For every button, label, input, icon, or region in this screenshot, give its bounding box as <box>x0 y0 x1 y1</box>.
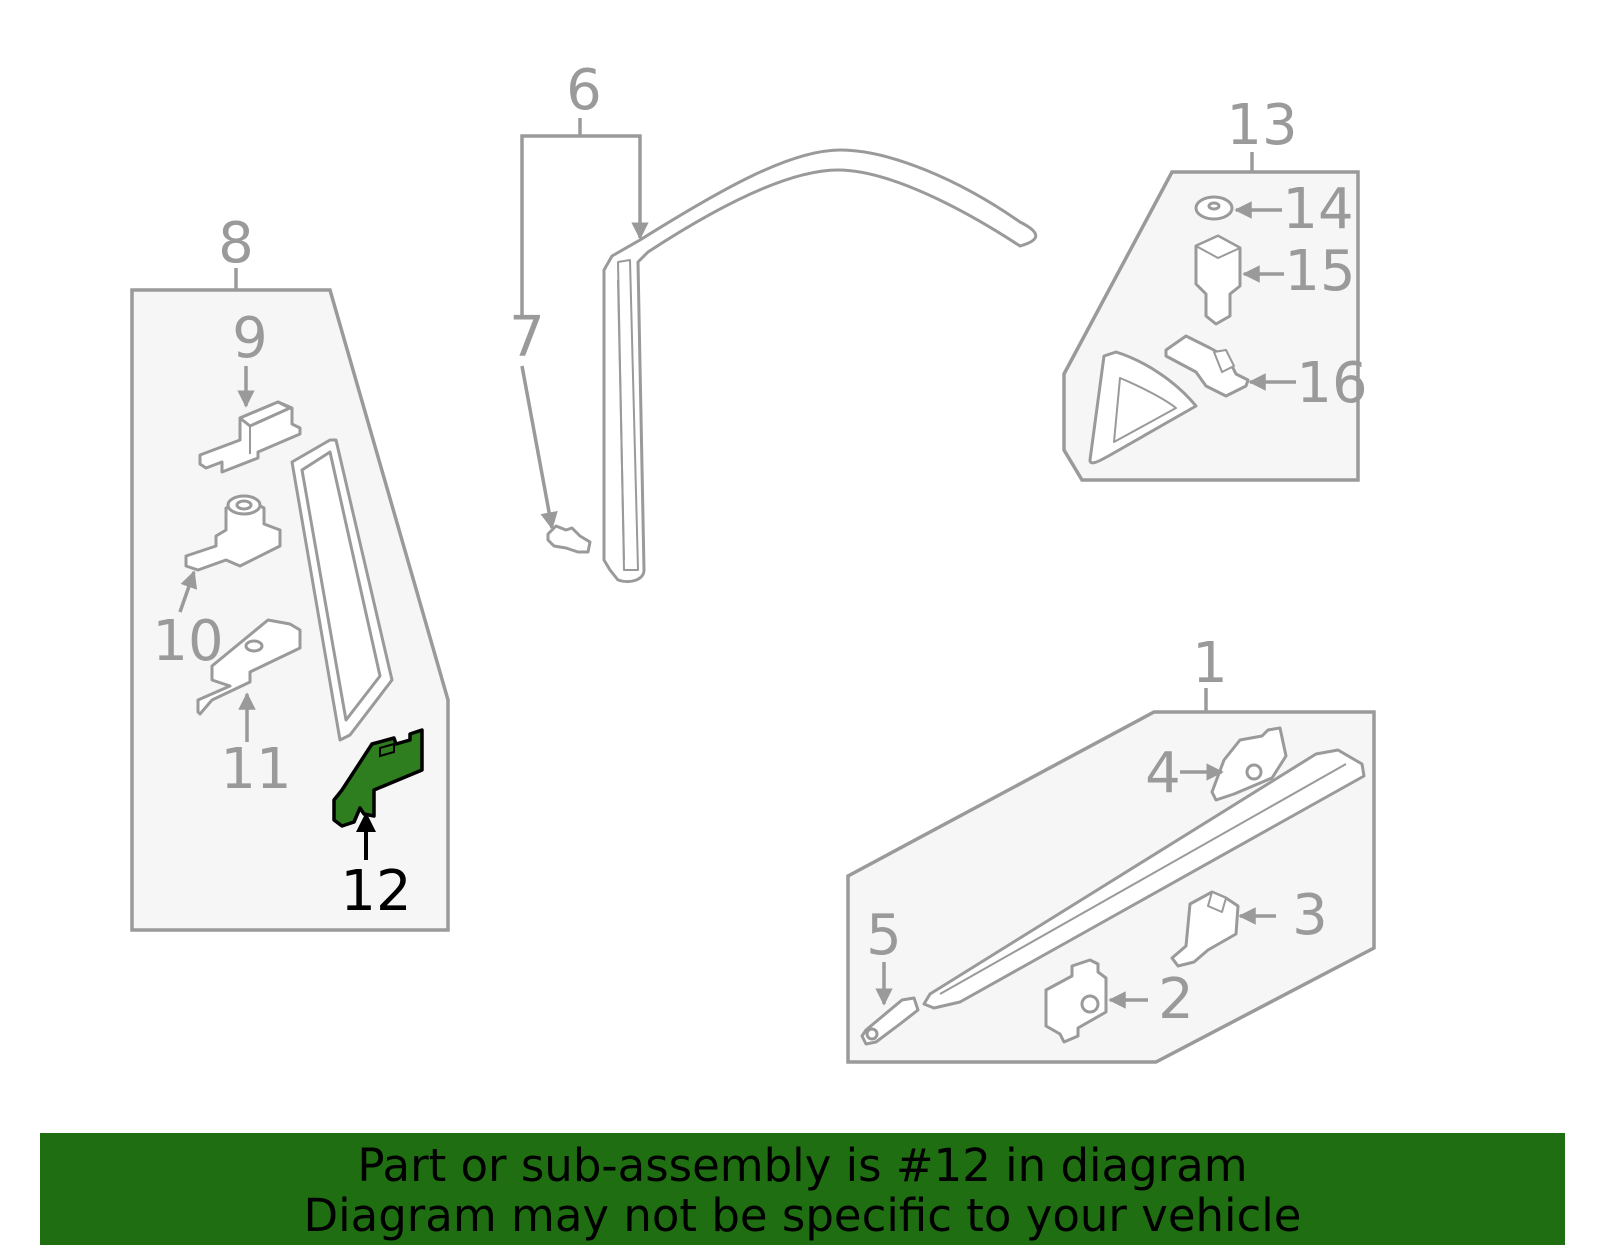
callout-5[interactable]: 5 <box>866 903 902 968</box>
part-1-molding[interactable] <box>922 748 1366 1010</box>
part-9-clip[interactable] <box>198 400 302 474</box>
callout-6[interactable]: 6 <box>566 58 602 123</box>
callout-8[interactable]: 8 <box>218 211 254 276</box>
part-5-endcap[interactable] <box>860 996 920 1046</box>
info-banner: Part or sub-assembly is #12 in diagram D… <box>40 1133 1565 1245</box>
callout-7[interactable]: 7 <box>509 305 545 370</box>
part-6-weatherstrip[interactable] <box>602 148 1038 584</box>
callout-10[interactable]: 10 <box>152 609 223 674</box>
part-7-clip[interactable] <box>546 524 592 554</box>
callout-4[interactable]: 4 <box>1145 741 1181 806</box>
callout-1[interactable]: 1 <box>1192 631 1228 696</box>
callout-14[interactable]: 14 <box>1282 177 1353 242</box>
part-14-washer[interactable] <box>1194 195 1234 221</box>
callout-9[interactable]: 9 <box>232 306 268 371</box>
group-13: 13 14 15 16 <box>1062 93 1368 482</box>
part-3-clip[interactable] <box>1170 890 1240 968</box>
pillar-trim-panel[interactable] <box>290 438 394 742</box>
group-1: 1 4 3 2 5 <box>846 631 1376 1064</box>
banner-line-1: Part or sub-assembly is #12 in diagram <box>357 1139 1248 1192</box>
banner-line-2: Diagram may not be specific to your vehi… <box>303 1189 1302 1242</box>
part-12-bracket[interactable] <box>332 728 424 828</box>
callout-13[interactable]: 13 <box>1226 93 1297 158</box>
part-4-clip[interactable] <box>1210 726 1288 802</box>
callout-16[interactable]: 16 <box>1296 351 1367 416</box>
callout-2[interactable]: 2 <box>1158 967 1194 1032</box>
callout-12[interactable]: 12 <box>340 859 411 924</box>
callout-11[interactable]: 11 <box>220 737 291 802</box>
banner-background <box>40 1133 1565 1245</box>
callout-3[interactable]: 3 <box>1292 883 1328 948</box>
part-13-garnish[interactable] <box>1088 350 1198 465</box>
callout-15[interactable]: 15 <box>1284 239 1355 304</box>
part-16-clip[interactable] <box>1164 334 1250 398</box>
part-15-cap[interactable] <box>1194 234 1242 326</box>
part-10-clip[interactable] <box>184 494 282 572</box>
part-11-clip[interactable] <box>196 618 302 716</box>
group-8: 8 9 10 11 <box>130 211 450 932</box>
part-2-clip[interactable] <box>1044 958 1108 1044</box>
